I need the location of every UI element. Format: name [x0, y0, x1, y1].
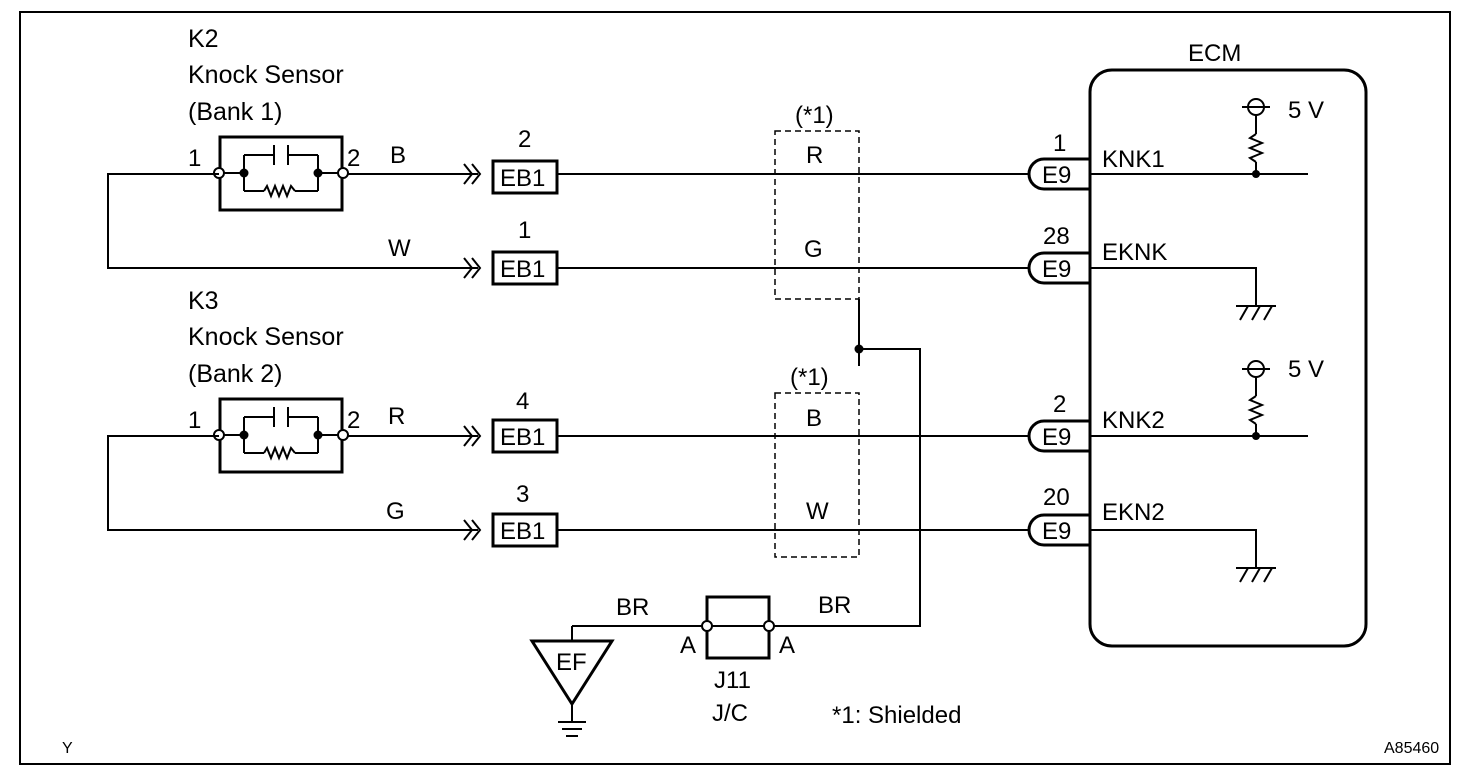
sensor-bank2-bank: (Bank 2)	[188, 360, 282, 388]
sensor-bank1-pin-right: 2	[347, 145, 360, 172]
terminal-ekn2: EKN2	[1102, 499, 1165, 526]
e9-pin-knk1: 1	[1053, 130, 1066, 157]
e9-label-4: E9	[1042, 518, 1071, 545]
ecm-title: ECM	[1188, 40, 1241, 67]
ecm-supply-1: 5 V	[1288, 97, 1324, 124]
junction-wire-left: BR	[616, 594, 649, 621]
ground-ef: EF	[529, 626, 615, 737]
sensor-bank1-bank: (Bank 1)	[188, 98, 282, 126]
wire-knk2-eb1-pin: 4	[516, 388, 529, 415]
wire-ekn2: G 3 EB1 W	[107, 435, 1030, 548]
e9-label-1: E9	[1042, 162, 1071, 189]
wire-eknk-eb1: EB1	[500, 256, 545, 283]
e9-pin-eknk: 28	[1043, 223, 1070, 250]
sensor-bank1-code: K2	[188, 25, 219, 53]
wire-knk2-color: R	[388, 403, 405, 430]
wire-knk2: R 4 EB1 B	[348, 388, 1030, 454]
e9-label-2: E9	[1042, 256, 1071, 283]
junction-pin-left: A	[680, 632, 696, 659]
terminal-eknk: EKNK	[1102, 239, 1167, 266]
sensor-bank2-name: Knock Sensor	[188, 323, 344, 351]
sensor-bank2-pin-left: 1	[188, 407, 201, 434]
e9-connector-knk1: E9 1	[1027, 130, 1090, 191]
wire-eknk: W 1 EB1 G	[107, 173, 1030, 286]
wire-knk2-eb1: EB1	[500, 424, 545, 451]
ecm-unit: ECM E9 1 E9 28 E9 2 E9 20 KNK1 EKNK KNK2…	[1027, 40, 1368, 648]
shield-note: *1: Shielded	[832, 702, 961, 729]
diagram-frame	[19, 11, 1451, 765]
junction-code: J11	[714, 667, 751, 694]
shield-bank2-label: (*1)	[790, 364, 829, 391]
wire-ekn2-color: G	[386, 498, 405, 525]
wire-knk1-eb1-pin: 2	[518, 126, 531, 153]
e9-connector-eknk: E9 28	[1027, 223, 1090, 285]
e9-connector-knk2: E9 2	[1027, 391, 1090, 453]
corner-left-mark: Y	[62, 740, 73, 757]
figure-id: A85460	[1384, 740, 1439, 757]
wire-knk2-shield-color: B	[806, 405, 822, 432]
junction-type: J/C	[712, 700, 748, 727]
shield-bank1: (*1)	[774, 102, 860, 300]
shield-drain-wire	[770, 299, 921, 627]
e9-connector-ekn2: E9 20	[1027, 484, 1090, 547]
e9-label-3: E9	[1042, 424, 1071, 451]
wire-eknk-color: W	[388, 235, 411, 262]
wire-knk1-color: B	[390, 142, 406, 169]
sensor-bank2-code: K3	[188, 287, 219, 315]
knock-sensor-bank1: K2 Knock Sensor (Bank 1) 1 2	[188, 25, 360, 212]
e9-pin-ekn2: 20	[1043, 484, 1070, 511]
junction-pin-right: A	[779, 632, 795, 659]
terminal-knk1: KNK1	[1102, 146, 1165, 173]
ground-label: EF	[556, 649, 587, 676]
wire-ekn2-eb1-pin: 3	[516, 481, 529, 508]
shield-bank1-label: (*1)	[795, 102, 834, 129]
junction-wire-right: BR	[818, 592, 851, 619]
junction-connector-j11: BR BR A A J11 J/C	[572, 592, 851, 727]
wire-knk1-eb1: EB1	[500, 165, 545, 192]
wire-knk1: B 2 EB1 R	[348, 126, 1030, 195]
wire-ekn2-eb1: EB1	[500, 518, 545, 545]
sensor-bank2-pin-right: 2	[347, 407, 360, 434]
knock-sensor-bank2: K3 Knock Sensor (Bank 2) 1 2	[188, 287, 360, 474]
sensor-bank1-name: Knock Sensor	[188, 61, 344, 89]
terminal-knk2: KNK2	[1102, 407, 1165, 434]
e9-pin-knk2: 2	[1053, 391, 1066, 418]
wire-eknk-eb1-pin: 1	[518, 217, 531, 244]
wire-knk1-shield-color: R	[806, 142, 823, 169]
wire-ekn2-shield-color: W	[806, 498, 829, 525]
sensor-bank1-pin-left: 1	[188, 145, 201, 172]
shield-bank2: (*1)	[774, 364, 860, 558]
wire-eknk-shield-color: G	[804, 236, 823, 263]
ecm-supply-2: 5 V	[1288, 356, 1324, 383]
